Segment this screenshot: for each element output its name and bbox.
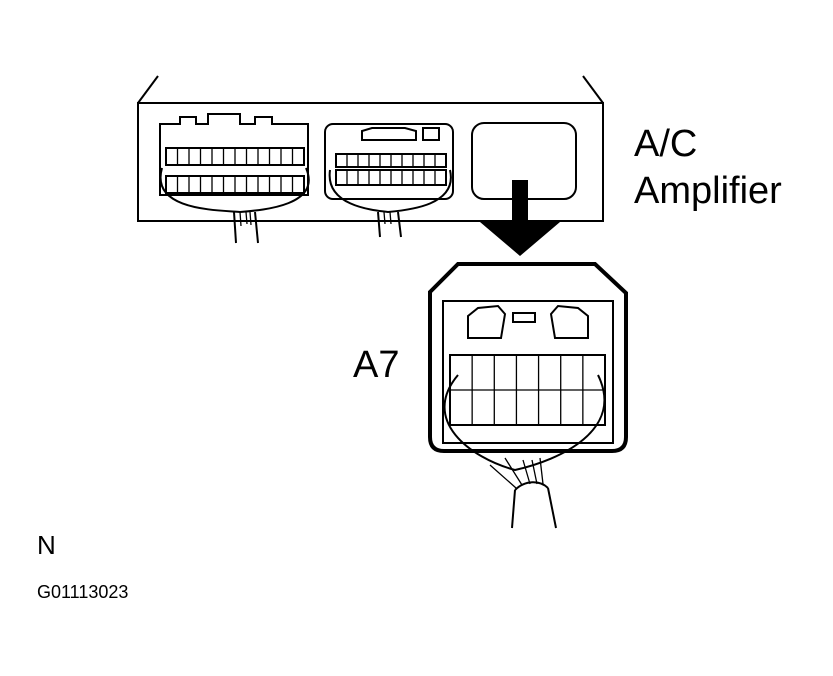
connector-code-label: A7 — [353, 344, 400, 386]
down-arrow-icon — [480, 180, 560, 256]
figure-code-label: G01113023 — [37, 582, 129, 602]
middle-connector — [324, 123, 454, 238]
amplifier-label: Amplifier — [634, 170, 782, 212]
a7-connector — [428, 262, 628, 529]
left-connector — [159, 113, 310, 244]
ac-amplifier-unit — [137, 75, 604, 222]
ac-label: A/C — [634, 123, 698, 165]
view-letter-label: N — [37, 530, 56, 560]
